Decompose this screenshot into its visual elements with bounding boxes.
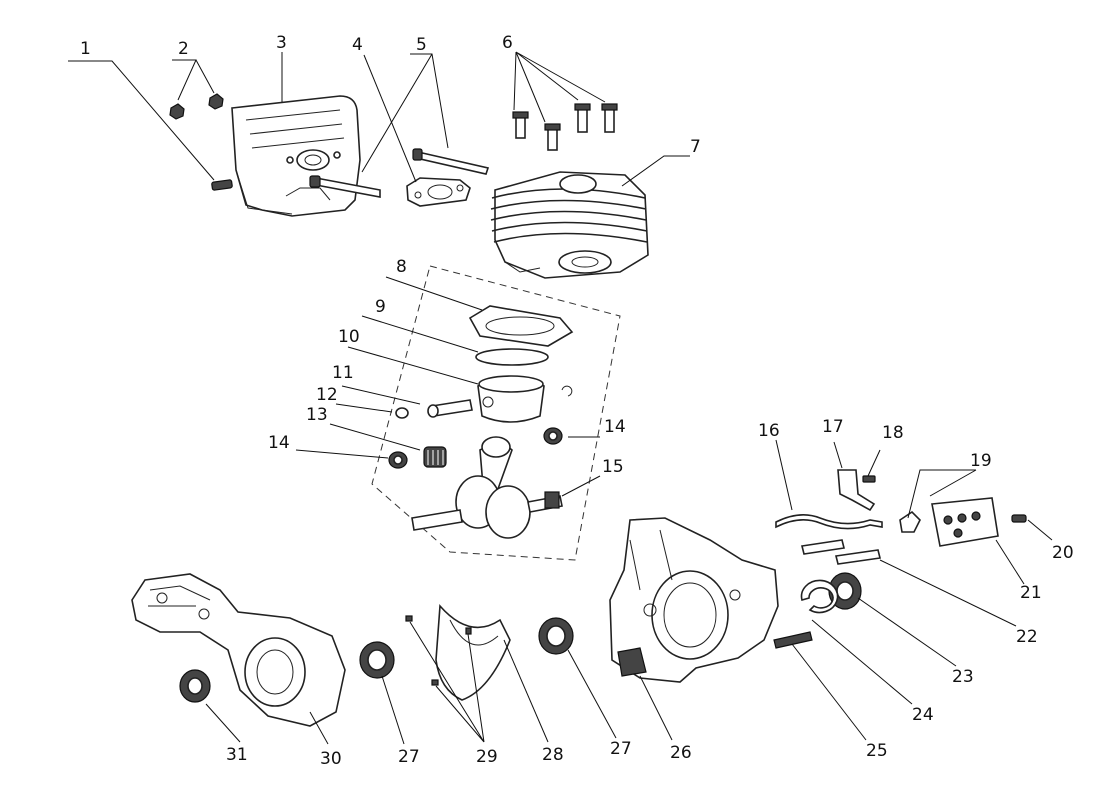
callout-29: 29 <box>476 747 498 767</box>
impulse-fitting <box>899 510 921 533</box>
callout-9: 9 <box>375 297 386 317</box>
cover-plate <box>931 497 999 547</box>
callout-16: 16 <box>758 421 780 441</box>
callout-26: 26 <box>670 743 692 763</box>
callout-20: 20 <box>1052 543 1074 563</box>
muffler-nuts <box>169 93 224 120</box>
callout-22: 22 <box>1016 627 1038 647</box>
callout-6: 6 <box>502 33 513 53</box>
callout-7: 7 <box>690 137 701 157</box>
cylinder <box>490 171 649 279</box>
exhaust-gasket <box>406 177 471 207</box>
bearing-left <box>359 641 395 679</box>
piston-clip <box>561 385 573 397</box>
callout-14-right: 14 <box>604 417 626 437</box>
crank-seal-right <box>543 427 563 445</box>
crankshaft <box>411 436 563 539</box>
cylinder-bolts <box>512 103 618 151</box>
callout-24: 24 <box>912 705 934 725</box>
callout-10: 10 <box>338 327 360 347</box>
crankcase-gasket <box>435 604 511 701</box>
bracket <box>837 469 876 512</box>
dowel-pins <box>405 615 472 686</box>
callout-27-right: 27 <box>610 739 632 759</box>
crank-seal-left <box>388 451 408 469</box>
callout-labels: 1 2 3 4 5 6 7 8 9 10 11 12 13 14 14 15 1… <box>80 33 1074 769</box>
fuel-line <box>775 514 883 530</box>
oil-seal <box>179 669 211 703</box>
callout-30: 30 <box>320 749 342 769</box>
base-gasket <box>468 305 574 347</box>
callout-4: 4 <box>352 35 363 55</box>
piston-pin <box>427 399 473 418</box>
crankcase-left <box>131 573 346 727</box>
callout-2: 2 <box>178 39 189 59</box>
bearing-middle <box>538 617 574 655</box>
piston-pin-clip <box>395 407 409 419</box>
callout-19: 19 <box>970 451 992 471</box>
callout-17: 17 <box>822 417 844 437</box>
callout-27-left: 27 <box>398 747 420 767</box>
muffler-bolt <box>211 179 233 191</box>
piston <box>477 375 545 423</box>
leader-lines <box>68 51 1053 745</box>
callout-15: 15 <box>602 457 624 477</box>
crankcase-stud <box>773 631 813 649</box>
callout-13: 13 <box>306 405 328 425</box>
muffler-cover <box>231 95 361 217</box>
callout-31: 31 <box>226 745 248 765</box>
callout-1: 1 <box>80 39 91 59</box>
needle-bearing <box>423 446 447 468</box>
crankcase-right <box>609 517 779 683</box>
studs <box>801 539 881 565</box>
callout-25: 25 <box>866 741 888 761</box>
piston-ring <box>475 348 549 366</box>
bracket-screw <box>862 475 876 483</box>
callout-14-left: 14 <box>268 433 290 453</box>
callout-8: 8 <box>396 257 407 277</box>
callout-12: 12 <box>316 385 338 405</box>
callout-21: 21 <box>1020 583 1042 603</box>
plate-screw <box>1011 514 1027 523</box>
circlip <box>800 579 839 614</box>
callout-3: 3 <box>276 33 287 53</box>
callout-11: 11 <box>332 363 354 383</box>
muffler-long-bolts <box>309 148 490 198</box>
callout-5: 5 <box>416 35 427 55</box>
callout-28: 28 <box>542 745 564 765</box>
callout-18: 18 <box>882 423 904 443</box>
assembly-outline <box>371 265 621 561</box>
callout-23: 23 <box>952 667 974 687</box>
